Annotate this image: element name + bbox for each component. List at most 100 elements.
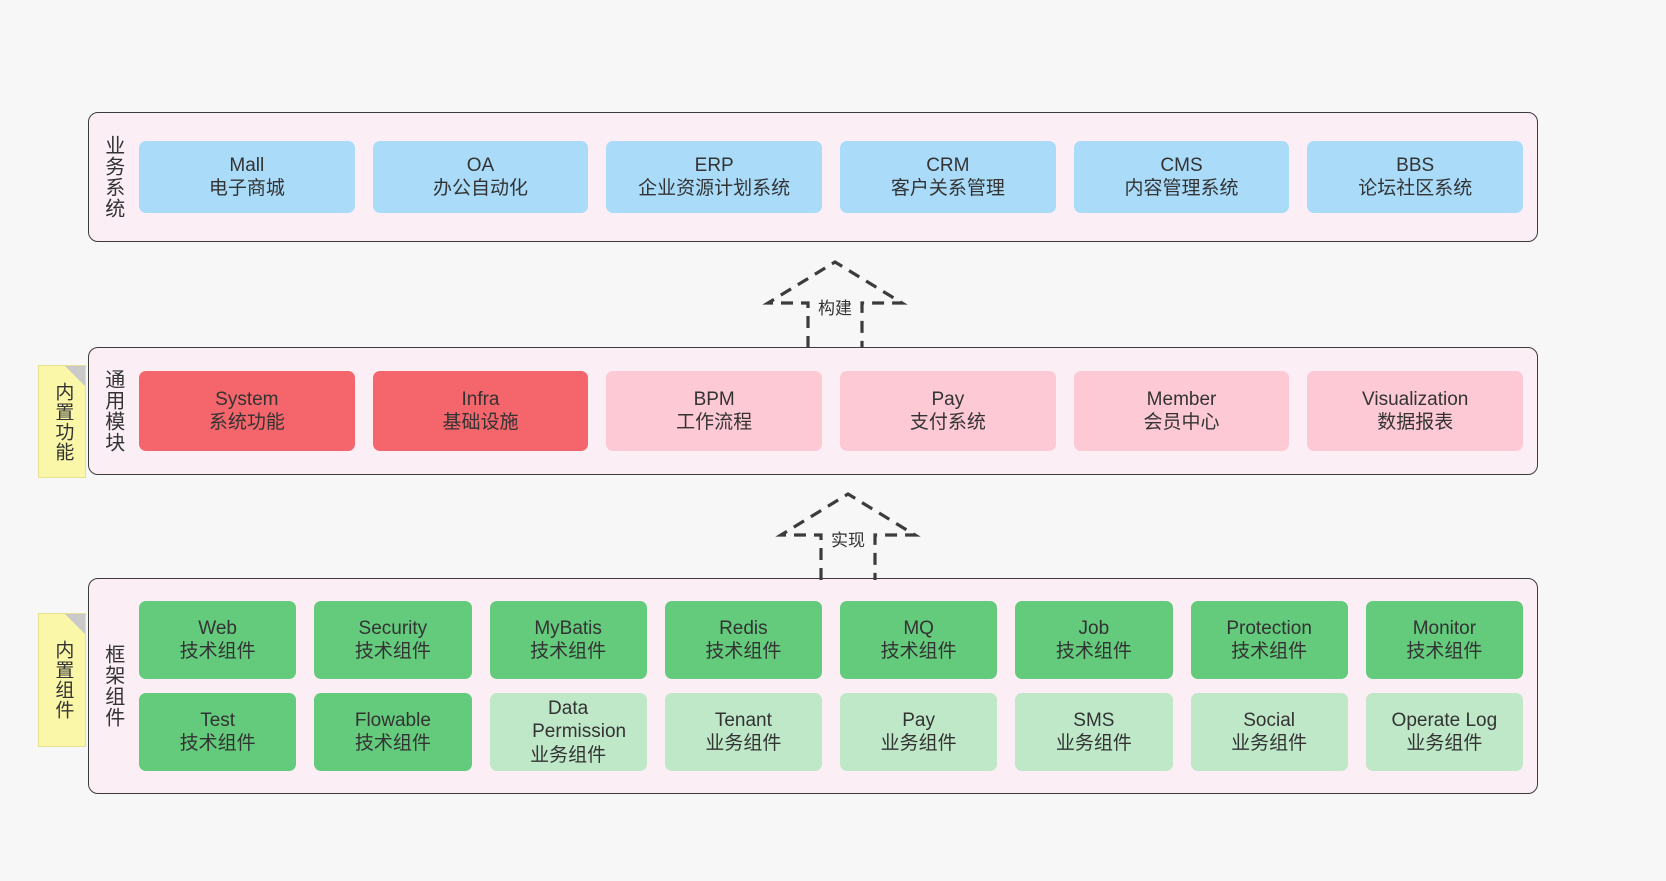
component-test[interactable]: Test 技术组件 — [139, 693, 297, 771]
module-erp-en: ERP — [694, 154, 734, 176]
component-redis[interactable]: Redis 技术组件 — [664, 601, 822, 679]
component-mq[interactable]: MQ 技术组件 — [840, 601, 998, 679]
module-pay[interactable]: Pay 支付系统 — [840, 371, 1056, 451]
component-test-en: Test — [200, 709, 236, 731]
component-mybatis[interactable]: MyBatis 技术组件 — [489, 601, 647, 679]
module-system-en: System — [215, 388, 279, 410]
component-pay-en: Pay — [902, 709, 935, 731]
module-visualization-cn: 数据报表 — [1377, 412, 1454, 433]
module-system-cn: 系统功能 — [208, 412, 285, 433]
module-oa-cn: 办公自动化 — [433, 178, 529, 199]
component-redis-en: Redis — [719, 617, 768, 639]
component-pay[interactable]: Pay 业务组件 — [840, 693, 998, 771]
module-member-cn: 会员中心 — [1143, 412, 1220, 433]
component-protection[interactable]: Protection 技术组件 — [1190, 601, 1348, 679]
component-flowable-en: Flowable — [354, 709, 431, 731]
component-mq-cn: 技术组件 — [880, 641, 957, 662]
component-sms-en: SMS — [1073, 709, 1115, 731]
component-operate-log[interactable]: Operate Log 业务组件 — [1365, 693, 1523, 771]
connector-implement-arrow-icon — [775, 492, 921, 580]
module-infra-en: Infra — [461, 388, 500, 410]
module-member[interactable]: Member 会员中心 — [1073, 371, 1290, 451]
component-tenant-en: Tenant — [714, 709, 772, 731]
component-mybatis-cn: 技术组件 — [530, 641, 607, 662]
component-pay-cn: 业务组件 — [880, 733, 957, 754]
note-fold-icon — [65, 366, 85, 386]
note-builtin-components: 内置组件 — [38, 613, 86, 747]
layer-common-modules-body: System 系统功能 Infra 基础设施 BPM 工作流程 Pay 支付系统… — [135, 348, 1537, 474]
module-cms[interactable]: CMS 内容管理系统 — [1073, 141, 1290, 213]
component-data-permission[interactable]: Data Permission 业务组件 — [489, 693, 647, 771]
layer-business-systems-body: Mall 电子商城 OA 办公自动化 ERP 企业资源计划系统 CRM 客户关系… — [135, 113, 1537, 241]
component-redis-cn: 技术组件 — [705, 641, 782, 662]
layer-framework-components: 框架组件 Web 技术组件 Security 技术组件 MyBatis 技术组件… — [88, 578, 1538, 794]
component-security[interactable]: Security 技术组件 — [314, 601, 472, 679]
component-web-en: Web — [198, 617, 237, 639]
layer-business-systems: 业务系统 Mall 电子商城 OA 办公自动化 ERP 企业资源计划系统 CRM… — [88, 112, 1538, 242]
module-pay-cn: 支付系统 — [909, 412, 986, 433]
component-flowable-cn: 技术组件 — [354, 733, 431, 754]
component-monitor-cn: 技术组件 — [1406, 641, 1483, 662]
module-infra-cn: 基础设施 — [442, 412, 519, 433]
component-security-cn: 技术组件 — [354, 641, 431, 662]
module-bbs-en: BBS — [1396, 154, 1435, 176]
module-erp[interactable]: ERP 企业资源计划系统 — [606, 141, 823, 213]
module-oa-en: OA — [466, 154, 495, 176]
component-security-en: Security — [358, 617, 428, 639]
note-fold-icon — [65, 614, 85, 634]
module-bbs[interactable]: BBS 论坛社区系统 — [1307, 141, 1524, 213]
module-visualization-en: Visualization — [1362, 388, 1469, 410]
component-data-permission-en: Data Permission — [532, 698, 627, 743]
module-crm-en: CRM — [926, 154, 970, 176]
note-builtin-components-label: 内置组件 — [52, 640, 74, 720]
layer-framework-components-body: Web 技术组件 Security 技术组件 MyBatis 技术组件 Redi… — [135, 579, 1537, 793]
module-bpm[interactable]: BPM 工作流程 — [606, 371, 823, 451]
module-infra[interactable]: Infra 基础设施 — [372, 371, 589, 451]
module-visualization[interactable]: Visualization 数据报表 — [1307, 371, 1524, 451]
note-builtin-features: 内置功能 — [38, 365, 86, 478]
component-operate-log-cn: 业务组件 — [1406, 733, 1483, 754]
connector-build-label: 构建 — [818, 299, 852, 318]
module-cms-cn: 内容管理系统 — [1124, 178, 1239, 199]
module-crm-cn: 客户关系管理 — [890, 178, 1005, 199]
component-job[interactable]: Job 技术组件 — [1015, 601, 1173, 679]
connector-implement-label: 实现 — [831, 531, 865, 550]
module-crm[interactable]: CRM 客户关系管理 — [840, 141, 1056, 213]
module-mall-cn: 电子商城 — [208, 178, 285, 199]
component-sms[interactable]: SMS 业务组件 — [1015, 693, 1173, 771]
component-mq-en: MQ — [903, 617, 934, 639]
component-tenant-cn: 业务组件 — [705, 733, 782, 754]
component-protection-en: Protection — [1226, 617, 1312, 639]
layer-framework-components-title: 框架组件 — [101, 644, 124, 728]
module-bpm-cn: 工作流程 — [676, 412, 753, 433]
layer-common-modules-title: 通用模块 — [101, 369, 124, 453]
component-data-permission-cn: 业务组件 — [530, 744, 607, 766]
component-job-cn: 技术组件 — [1055, 641, 1132, 662]
business-module-row: Mall 电子商城 OA 办公自动化 ERP 企业资源计划系统 CRM 客户关系… — [139, 141, 1524, 213]
module-oa[interactable]: OA 办公自动化 — [372, 141, 589, 213]
component-social[interactable]: Social 业务组件 — [1190, 693, 1348, 771]
framework-row-technical: Web 技术组件 Security 技术组件 MyBatis 技术组件 Redi… — [139, 601, 1523, 679]
component-web[interactable]: Web 技术组件 — [139, 601, 297, 679]
module-bpm-en: BPM — [693, 388, 735, 410]
connector-implement: 实现 — [773, 490, 923, 580]
component-operate-log-en: Operate Log — [1391, 709, 1498, 731]
component-flowable[interactable]: Flowable 技术组件 — [314, 693, 472, 771]
module-mall[interactable]: Mall 电子商城 — [139, 141, 355, 213]
component-monitor-en: Monitor — [1412, 617, 1477, 639]
component-monitor[interactable]: Monitor 技术组件 — [1365, 601, 1523, 679]
component-social-cn: 业务组件 — [1231, 733, 1308, 754]
module-mall-en: Mall — [229, 154, 265, 176]
module-system[interactable]: System 系统功能 — [139, 371, 355, 451]
note-builtin-features-label: 内置功能 — [52, 381, 74, 462]
module-bbs-cn: 论坛社区系统 — [1358, 178, 1473, 199]
component-sms-cn: 业务组件 — [1055, 733, 1132, 754]
connector-build: 构建 — [760, 258, 910, 348]
component-test-cn: 技术组件 — [179, 733, 256, 754]
layer-business-systems-title: 业务系统 — [101, 135, 124, 219]
component-job-en: Job — [1078, 617, 1110, 639]
common-module-row: System 系统功能 Infra 基础设施 BPM 工作流程 Pay 支付系统… — [139, 371, 1524, 451]
component-mybatis-en: MyBatis — [534, 617, 602, 639]
component-tenant[interactable]: Tenant 业务组件 — [664, 693, 822, 771]
